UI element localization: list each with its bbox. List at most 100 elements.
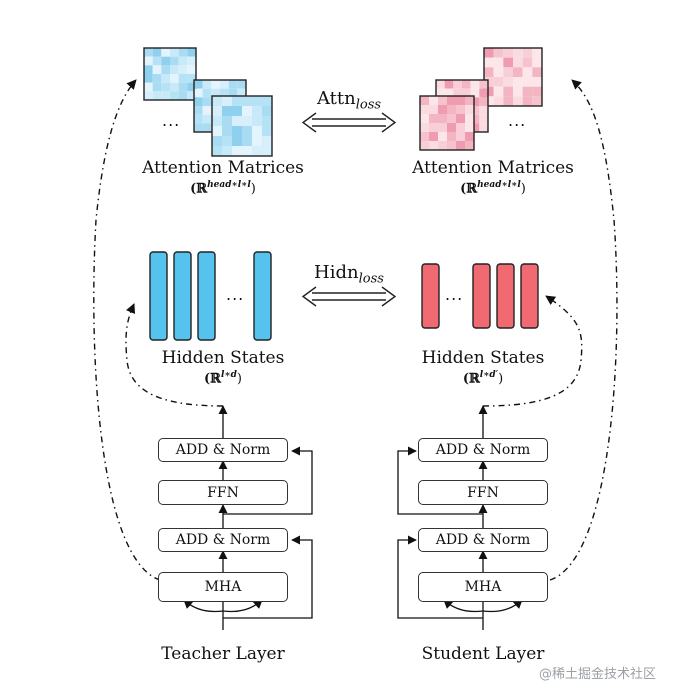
matrix-cell — [447, 132, 456, 141]
matrix-cell — [262, 106, 272, 116]
matrix-cell — [456, 114, 465, 123]
matrix-cell — [503, 48, 513, 58]
matrix-cell — [456, 141, 465, 150]
teacher-attn-ellipsis: ... — [162, 111, 181, 130]
matrix-cell — [252, 116, 262, 126]
matrix-cell — [178, 82, 188, 92]
matrix-cell — [465, 132, 474, 141]
teacher-hidden-ellipsis: ... — [226, 285, 245, 304]
matrix-cell — [436, 80, 445, 89]
matrix-cell — [479, 106, 488, 115]
matrix-cell — [262, 126, 272, 136]
teacher-ffn: FFN — [158, 480, 288, 505]
matrix-cell — [237, 80, 246, 89]
matrix-cell — [484, 86, 494, 97]
matrix-cell — [194, 114, 203, 124]
matrix-cell — [513, 67, 523, 77]
matrix-cell — [211, 88, 220, 98]
teacher-hidden-states-bars — [149, 251, 272, 341]
matrix-cell — [438, 96, 447, 105]
matrix-cell — [202, 114, 212, 124]
matrix-cell — [465, 96, 474, 105]
student-ffn: FFN — [418, 480, 548, 505]
matrix-cell — [212, 136, 222, 146]
matrix-border — [143, 47, 197, 101]
matrix-cell — [252, 96, 262, 106]
matrix-cell — [484, 67, 494, 77]
matrix-cell — [152, 48, 162, 57]
student-hidden-title: Hidden States — [421, 348, 545, 368]
matrix-cell — [194, 88, 203, 98]
teacher-attn-matrix-front — [211, 95, 273, 157]
matrix-cell — [237, 88, 246, 98]
teacher-hidden-bar-3 — [197, 251, 216, 341]
matrix-cell — [161, 74, 170, 83]
matrix-cell — [513, 48, 523, 58]
teacher-hidden-bar-4 — [253, 251, 272, 341]
student-attention-title: Attention Matrices — [412, 158, 574, 178]
matrix-cell — [513, 57, 523, 68]
matrix-cell — [232, 136, 242, 146]
matrix-cell — [532, 96, 542, 106]
matrix-cell — [202, 80, 212, 89]
student-hidden-ellipsis: ... — [445, 285, 464, 304]
matrix-cell — [242, 116, 252, 126]
matrix-cell — [447, 105, 456, 114]
matrix-cell — [242, 146, 252, 156]
matrix-cell — [493, 96, 504, 106]
matrix-cell — [187, 91, 196, 100]
student-hidden-bar-2 — [472, 263, 491, 329]
matrix-cell — [420, 123, 429, 132]
matrix-cell — [222, 106, 232, 116]
student-hidden-states-bars — [421, 263, 539, 329]
matrix-border — [483, 47, 543, 107]
matrix-cell — [228, 80, 238, 89]
matrix-cell — [144, 65, 153, 74]
teacher-hidden-space: (ℝl∗d) — [204, 370, 242, 387]
matrix-cell — [194, 97, 203, 106]
matrix-cell — [513, 77, 523, 87]
matrix-cell — [211, 80, 220, 89]
matrix-cell — [493, 48, 504, 58]
matrix-cell — [202, 97, 212, 106]
matrix-cell — [522, 77, 533, 87]
matrix-cell — [194, 123, 203, 132]
matrix-cell — [479, 123, 488, 132]
matrix-cell — [144, 48, 153, 57]
matrix-cell — [252, 146, 262, 156]
matrix-cell — [194, 80, 203, 89]
matrix-cell — [438, 123, 447, 132]
matrix-cell — [232, 96, 242, 106]
watermark: @稀土掘金技术社区 — [538, 667, 656, 682]
student-attention-matrices — [419, 47, 543, 151]
attn-loss-label: Attnloss — [316, 88, 382, 113]
matrix-cell — [187, 65, 196, 74]
matrix-cell — [447, 114, 456, 123]
matrix-cell — [438, 105, 447, 114]
matrix-cell — [493, 67, 504, 77]
matrix-cell — [242, 136, 252, 146]
matrix-cell — [144, 82, 153, 92]
matrix-cell — [513, 86, 523, 97]
matrix-cell — [161, 56, 170, 66]
teacher-hidden-bar-1 — [149, 251, 168, 341]
matrix-cell — [178, 48, 188, 57]
matrix-cell — [532, 57, 542, 68]
matrix-cell — [465, 141, 474, 150]
matrix-cell — [178, 74, 188, 83]
matrix-cell — [447, 141, 456, 150]
matrix-cell — [453, 80, 462, 89]
matrix-cell — [470, 97, 480, 106]
matrix-cell — [242, 126, 252, 136]
matrix-cell — [420, 141, 429, 150]
matrix-cell — [465, 123, 474, 132]
teacher-mha: MHA — [158, 572, 288, 602]
matrix-cell — [144, 91, 153, 100]
matrix-cell — [262, 116, 272, 126]
matrix-cell — [522, 96, 533, 106]
student-hidden-bar-3 — [496, 263, 515, 329]
matrix-cell — [503, 57, 513, 68]
matrix-cell — [252, 136, 262, 146]
matrix-cell — [170, 48, 179, 57]
matrix-cell — [232, 116, 242, 126]
